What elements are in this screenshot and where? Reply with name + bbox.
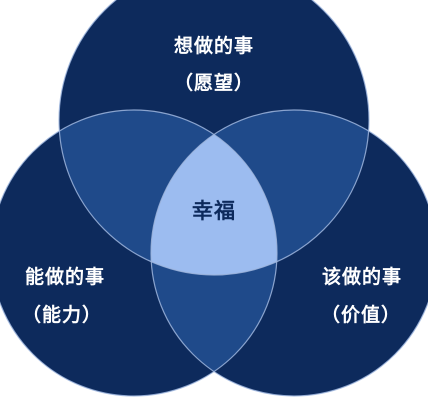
circle-top-outline xyxy=(58,0,370,276)
circle-right-outline xyxy=(150,109,428,397)
left-subtitle: （能力） xyxy=(22,303,102,326)
circle-left-outline xyxy=(0,109,278,397)
center-label: 幸福 xyxy=(192,199,236,223)
left-title: 能做的事 xyxy=(25,265,105,288)
right-subtitle: （价值） xyxy=(321,303,401,326)
overlap-center xyxy=(151,110,277,275)
top-subtitle: （愿望） xyxy=(174,71,254,94)
right-title: 该做的事 xyxy=(322,265,402,288)
top-title: 想做的事 xyxy=(174,34,254,57)
